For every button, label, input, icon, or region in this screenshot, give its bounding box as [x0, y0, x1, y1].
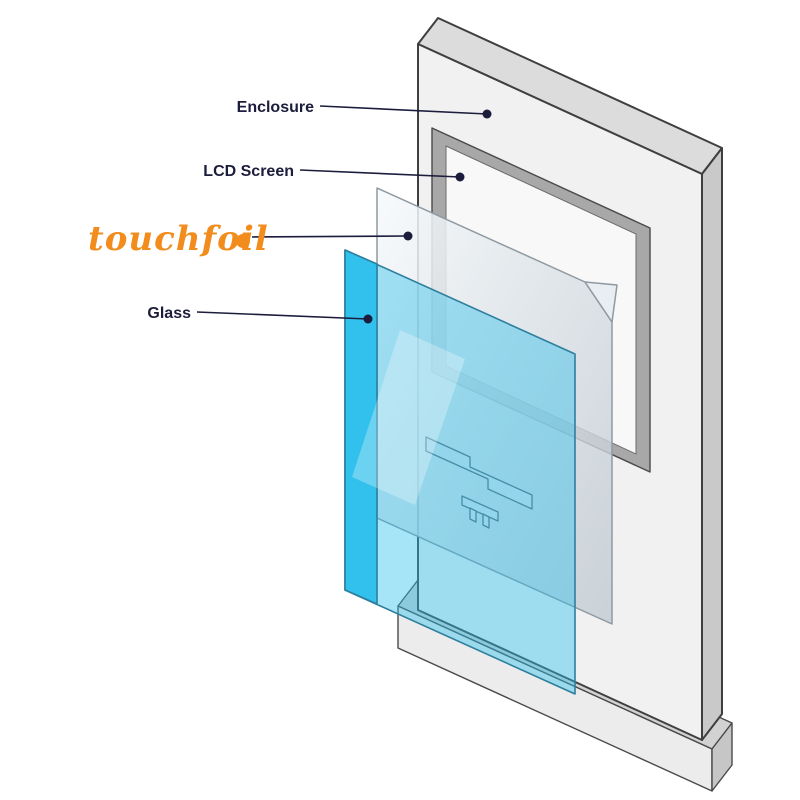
tail-connector-pin-right: [482, 513, 490, 529]
touchfoil-logo-dot-icon: [236, 234, 250, 248]
leader-line-touchfoil: [251, 235, 409, 238]
glass-edge-strip: [344, 249, 378, 605]
marker-dot-lcd-screen: [455, 172, 465, 182]
kiosk-base-side-face: [711, 722, 733, 792]
label-enclosure: Enclosure: [237, 99, 314, 116]
marker-dot-enclosure: [482, 109, 492, 119]
marker-dot-glass: [363, 314, 373, 324]
label-lcd-screen: LCD Screen: [203, 163, 294, 180]
glass-sheen: [352, 330, 465, 505]
tail-connector-pin-left: [469, 507, 477, 523]
label-glass: Glass: [147, 305, 191, 322]
foil-fold-corner-icon: [584, 281, 618, 323]
foil-tail: [425, 436, 533, 510]
leader-line-glass: [196, 311, 369, 320]
leader-line-lcd-screen: [299, 169, 461, 178]
tail-connector: [461, 495, 499, 522]
leader-line-enclosure: [319, 105, 488, 115]
marker-dot-touchfoil: [403, 231, 413, 241]
enclosure-side-face: [701, 147, 723, 741]
